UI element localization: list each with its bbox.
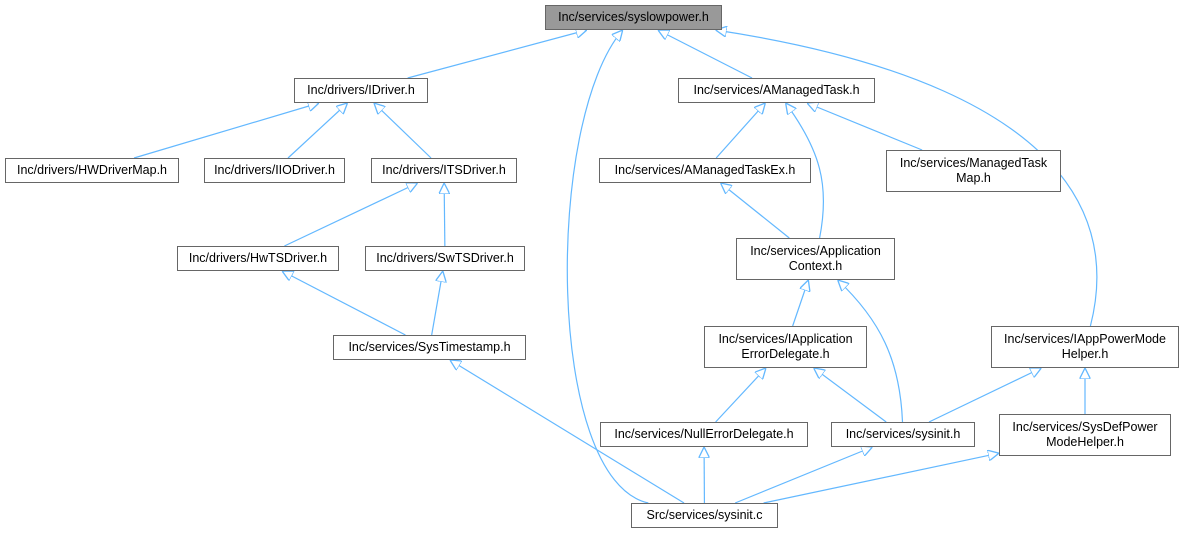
- node-swtsdriver[interactable]: Inc/drivers/SwTSDriver.h: [365, 246, 525, 271]
- node-nullerrdel[interactable]: Inc/services/NullErrorDelegate.h: [600, 422, 808, 447]
- node-label: Inc/services/syslowpower.h: [558, 10, 709, 24]
- edge-iiodriver-to-idriver: [287, 103, 347, 159]
- edge-sysinith-to-appcontext: [838, 280, 904, 423]
- node-syslowpower[interactable]: Inc/services/syslowpower.h: [545, 5, 722, 30]
- edge-sysinitc-to-systimestamp: [450, 360, 685, 504]
- node-idriver[interactable]: Inc/drivers/IDriver.h: [294, 78, 428, 103]
- edge-sysinitc-to-sysdefpower: [763, 453, 999, 504]
- node-label: Inc/services/ManagedTask: [899, 156, 1048, 170]
- node-label: Inc/drivers/HWDriverMap.h: [16, 163, 168, 177]
- node-amanagedtaskex[interactable]: Inc/services/AManagedTaskEx.h: [599, 158, 811, 183]
- node-label: Inc/services/Application: [750, 244, 881, 258]
- edge-amanagedtaskex-to-amanagedtask: [715, 103, 765, 159]
- node-label: Inc/services/IAppPowerMode: [1004, 332, 1166, 346]
- edge-iapperrdel-to-appcontext: [792, 280, 809, 327]
- edge-sysinith-to-iapperrdel: [814, 368, 887, 423]
- edges: [133, 30, 1098, 504]
- node-label: Inc/drivers/SwTSDriver.h: [376, 251, 514, 265]
- edge-sysinitc-to-sysinith: [734, 447, 872, 504]
- edge-appcontext-to-amanagedtask: [786, 103, 825, 239]
- node-hwtsdriver[interactable]: Inc/drivers/HwTSDriver.h: [177, 246, 339, 271]
- edge-sysinith-to-iapppower: [928, 368, 1041, 423]
- edge-idriver-to-syslowpower: [407, 30, 587, 79]
- node-label: Inc/services/NullErrorDelegate.h: [614, 427, 794, 441]
- node-label: Inc/services/AManagedTask.h: [693, 83, 860, 97]
- node-iiodriver[interactable]: Inc/drivers/IIODriver.h: [204, 158, 345, 183]
- node-label: Inc/drivers/ITSDriver.h: [382, 163, 506, 177]
- node-label: Inc/services/sysinit.h: [845, 427, 961, 441]
- node-sysinitc[interactable]: Src/services/sysinit.c: [631, 503, 778, 528]
- node-label: Inc/services/SysDefPower: [1012, 420, 1158, 434]
- node-label: Src/services/sysinit.c: [646, 508, 763, 522]
- node-label: Inc/drivers/HwTSDriver.h: [188, 251, 328, 265]
- edge-hwdrivermap-to-idriver: [133, 103, 319, 159]
- edge-managedtaskmap-to-amanagedtask: [807, 103, 923, 151]
- node-amanagedtask[interactable]: Inc/services/AManagedTask.h: [678, 78, 875, 103]
- edge-hwtsdriver-to-itsdriver: [284, 183, 417, 247]
- node-label: Helper.h: [1061, 347, 1109, 361]
- edge-appcontext-to-amanagedtaskex: [721, 183, 790, 239]
- edge-itsdriver-to-idriver: [374, 103, 432, 159]
- node-label: Inc/services/IApplication: [718, 332, 853, 346]
- edge-amanagedtask-to-syslowpower: [658, 30, 753, 79]
- node-label: Inc/services/SysTimestamp.h: [348, 340, 511, 354]
- node-label: ModeHelper.h: [1046, 435, 1124, 449]
- node-label: Inc/drivers/IIODriver.h: [214, 163, 335, 177]
- node-itsdriver[interactable]: Inc/drivers/ITSDriver.h: [371, 158, 517, 183]
- edge-systimestamp-to-hwtsdriver: [282, 271, 406, 336]
- edge-sysinitc-to-syslowpower: [566, 30, 649, 504]
- node-label: ErrorDelegate.h: [741, 347, 830, 361]
- node-label: Context.h: [788, 259, 843, 273]
- node-label: Inc/drivers/IDriver.h: [307, 83, 415, 97]
- node-label: Map.h: [956, 171, 991, 185]
- edge-nullerrdel-to-iapperrdel: [715, 368, 766, 423]
- node-hwdrivermap[interactable]: Inc/drivers/HWDriverMap.h: [5, 158, 179, 183]
- node-systimestamp[interactable]: Inc/services/SysTimestamp.h: [333, 335, 526, 360]
- edge-swtsdriver-to-itsdriver: [444, 183, 445, 247]
- node-label: Inc/services/AManagedTaskEx.h: [614, 163, 796, 177]
- node-sysinith[interactable]: Inc/services/sysinit.h: [831, 422, 975, 447]
- edge-systimestamp-to-swtsdriver: [431, 271, 443, 336]
